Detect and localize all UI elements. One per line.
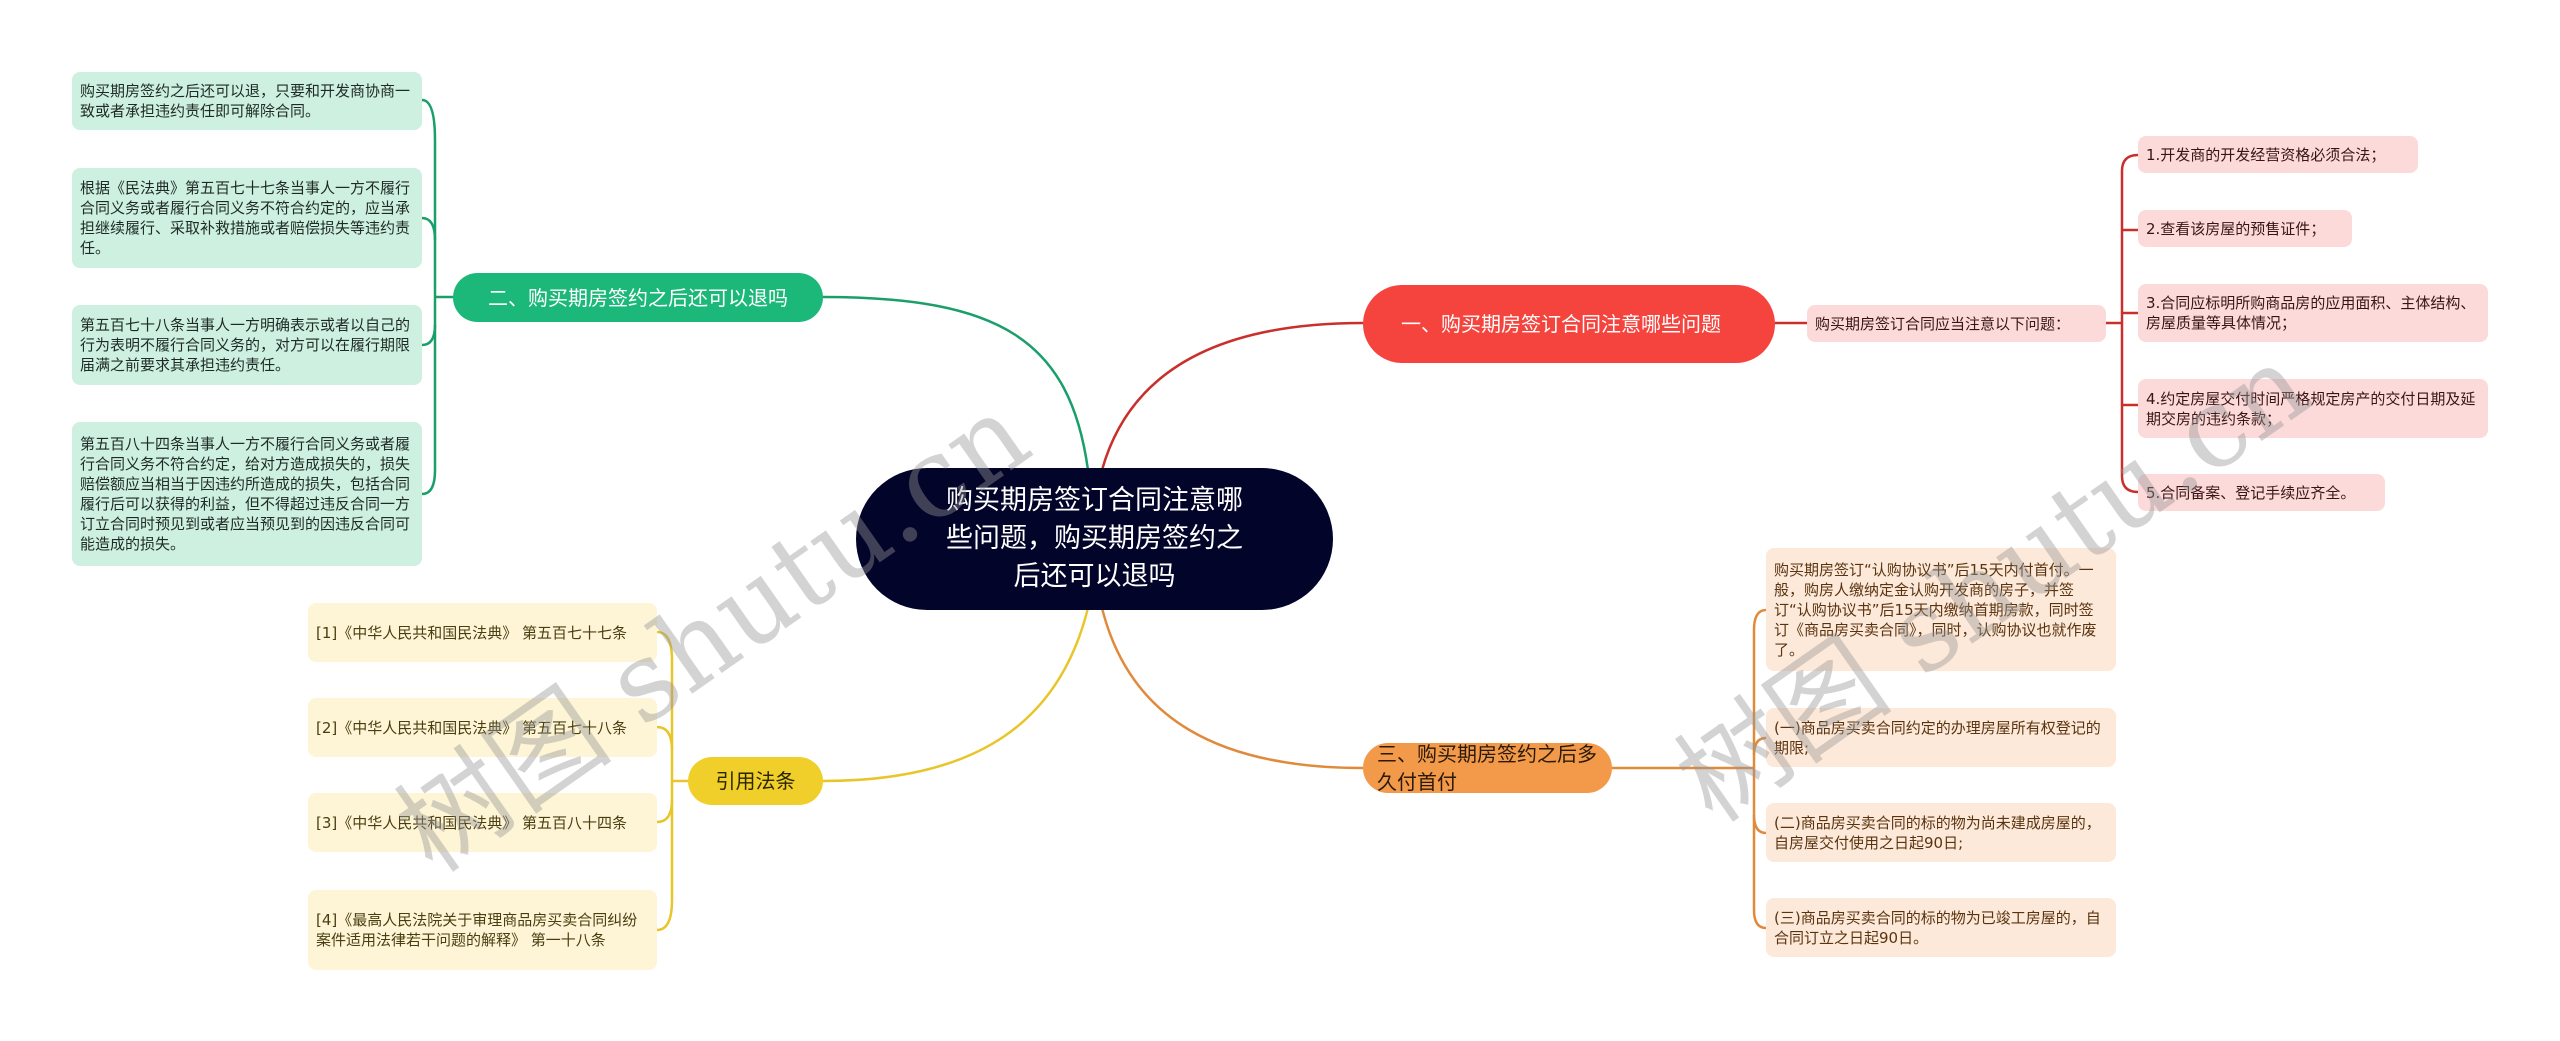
ref-item-1[interactable]: [1]《中华人民共和国民法典》 第五百七十七条	[308, 603, 657, 662]
branch-one-item-4[interactable]: 4.约定房屋交付时间严格规定房产的交付日期及延期交房的违约条款；	[2138, 379, 2488, 438]
ref-item-2[interactable]: [2]《中华人民共和国民法典》 第五百七十八条	[308, 698, 657, 757]
branch-three-item-1[interactable]: 购买期房签订“认购协议书”后15天内付首付。一般，购房人缴纳定金认购开发商的房子…	[1766, 548, 2116, 671]
branch-two-item-3[interactable]: 第五百七十八条当事人一方明确表示或者以自己的行为表明不履行合同义务的，对方可以在…	[72, 305, 422, 385]
branch-refs-label: 引用法条	[715, 769, 796, 793]
branch-three-topic[interactable]: 三、购买期房签约之后多久付首付	[1363, 742, 1612, 794]
branch-one-item-3[interactable]: 3.合同应标明所购商品房的应用面积、主体结构、房屋质量等具体情况；	[2138, 284, 2488, 342]
branch-one-topic[interactable]: 一、购买期房签订合同注意哪些问题	[1363, 285, 1775, 363]
branch-one-intro[interactable]: 购买期房签订合同应当注意以下问题：	[1807, 305, 2106, 342]
branch-three-label: 三、购买期房签约之后多久付首付	[1377, 742, 1597, 794]
branch-two-item-2[interactable]: 根据《民法典》第五百七十七条当事人一方不履行合同义务或者履行合同义务不符合约定的…	[72, 168, 422, 268]
branch-two-item-4[interactable]: 第五百八十四条当事人一方不履行合同义务或者履行合同义务不符合约定，给对方造成损失…	[72, 422, 422, 566]
ref-item-3[interactable]: [3]《中华人民共和国民法典》 第五百八十四条	[308, 793, 657, 852]
branch-three-item-4[interactable]: (三)商品房买卖合同的标的物为已竣工房屋的，自合同订立之日起90日。	[1766, 898, 2116, 957]
branch-two-topic[interactable]: 二、购买期房签约之后还可以退吗	[453, 273, 823, 322]
branch-two-item-1[interactable]: 购买期房签约之后还可以退，只要和开发商协商一致或者承担违约责任即可解除合同。	[72, 72, 422, 130]
root-topic[interactable]: 购买期房签订合同注意哪些问题，购买期房签约之后还可以退吗	[856, 468, 1333, 610]
branch-one-item-2[interactable]: 2.查看该房屋的预售证件；	[2138, 210, 2352, 247]
branch-three-item-3[interactable]: (二)商品房买卖合同的标的物为尚未建成房屋的，自房屋交付使用之日起90日;	[1766, 803, 2116, 862]
branch-one-item-1[interactable]: 1.开发商的开发经营资格必须合法；	[2138, 136, 2418, 173]
ref-item-4[interactable]: [4]《最高人民法院关于审理商品房买卖合同纠纷案件适用法律若干问题的解释》 第一…	[308, 890, 657, 970]
branch-three-item-2[interactable]: (一)商品房买卖合同约定的办理房屋所有权登记的期限;	[1766, 708, 2116, 767]
branch-one-item-5[interactable]: 5.合同备案、登记手续应齐全。	[2138, 474, 2385, 511]
root-topic-label: 购买期房签订合同注意哪些问题，购买期房签约之后还可以退吗	[946, 485, 1243, 592]
branch-refs-topic[interactable]: 引用法条	[688, 757, 823, 805]
branch-one-label: 一、购买期房签订合同注意哪些问题	[1401, 312, 1721, 336]
branch-two-label: 二、购买期房签约之后还可以退吗	[488, 285, 788, 310]
